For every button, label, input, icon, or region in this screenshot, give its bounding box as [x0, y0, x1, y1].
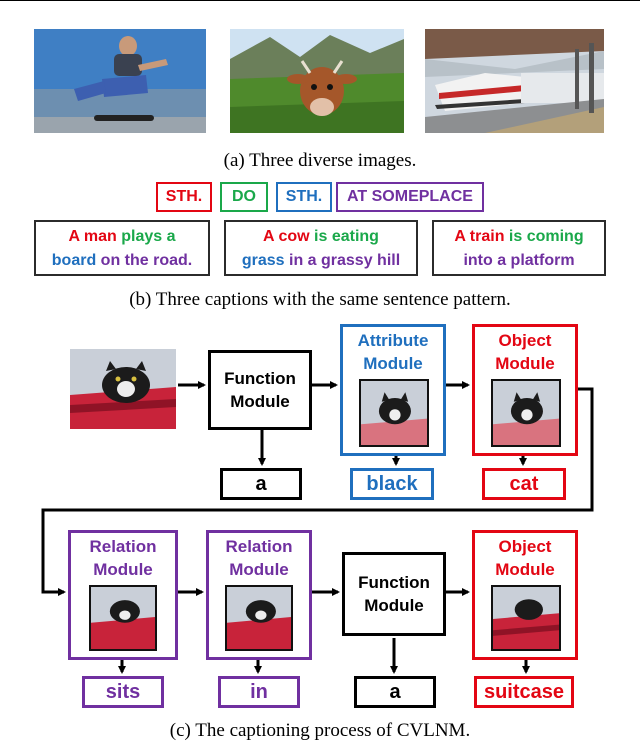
- skateboarder-photo: [34, 29, 206, 133]
- caption-object: board: [51, 252, 97, 269]
- relation-module-1: Relation Module: [68, 530, 178, 660]
- word-cat: cat: [482, 468, 566, 500]
- tag-sth-object: STH.: [276, 182, 332, 212]
- top-rule: [0, 0, 640, 1]
- function-module-2: Function Module: [342, 552, 446, 636]
- attribute-module: Attribute Module: [340, 324, 446, 456]
- input-cat-image: [70, 349, 176, 429]
- caption-place: into a platform: [463, 252, 575, 269]
- word-black: black: [350, 468, 434, 500]
- object-module-2: Object Module: [472, 530, 578, 660]
- caption-box-cow: A cow is eating grass in a grassy hill: [224, 220, 418, 276]
- cat-suitcase-thumbnail: [225, 585, 293, 651]
- word-a-2: a: [354, 676, 436, 708]
- function-module-label: Function Module: [358, 573, 430, 615]
- caption-subject: A man: [68, 228, 117, 245]
- object-module-1: Object Module: [472, 324, 578, 456]
- caption-a: (a) Three diverse images.: [223, 150, 417, 171]
- caption-b: (b) Three captions with the same sentenc…: [129, 289, 511, 310]
- train-photo: [425, 29, 604, 133]
- relation-module-label: Relation Module: [225, 537, 293, 579]
- caption-object: grass: [241, 252, 285, 269]
- relation-module-label: Relation Module: [89, 537, 157, 579]
- cat-crop-thumbnail: [491, 379, 561, 447]
- function-module-label: Function Module: [224, 369, 296, 411]
- caption-box-man: A man plays a board on the road.: [34, 220, 210, 276]
- tag-at-someplace: AT SOMEPLACE: [336, 182, 484, 212]
- function-module-1: Function Module: [208, 350, 312, 430]
- caption-box-train: A train is coming into a platform: [432, 220, 606, 276]
- caption-place: in a grassy hill: [289, 252, 401, 269]
- word-in: in: [218, 676, 300, 708]
- word-sits: sits: [82, 676, 164, 708]
- caption-verb: is eating: [314, 228, 379, 245]
- suitcase-thumbnail: [491, 585, 561, 651]
- caption-c: (c) The captioning process of CVLNM.: [169, 720, 471, 741]
- caption-place: on the road.: [100, 252, 193, 269]
- caption-verb: is coming: [508, 228, 584, 245]
- object-module-label: Object Module: [495, 331, 555, 373]
- word-a-1: a: [220, 468, 302, 500]
- word-suitcase: suitcase: [474, 676, 574, 708]
- tag-sth-subject: STH.: [156, 182, 212, 212]
- caption-subject: A cow: [263, 228, 310, 245]
- cat-crop-thumbnail: [359, 379, 429, 447]
- object-module-label: Object Module: [495, 537, 555, 579]
- caption-verb: plays a: [121, 228, 176, 245]
- tag-do: DO: [220, 182, 268, 212]
- attribute-module-label: Attribute Module: [357, 331, 429, 373]
- cow-photo: [230, 29, 404, 133]
- caption-subject: A train: [454, 228, 505, 245]
- relation-module-2: Relation Module: [206, 530, 312, 660]
- cat-suitcase-thumbnail: [89, 585, 157, 651]
